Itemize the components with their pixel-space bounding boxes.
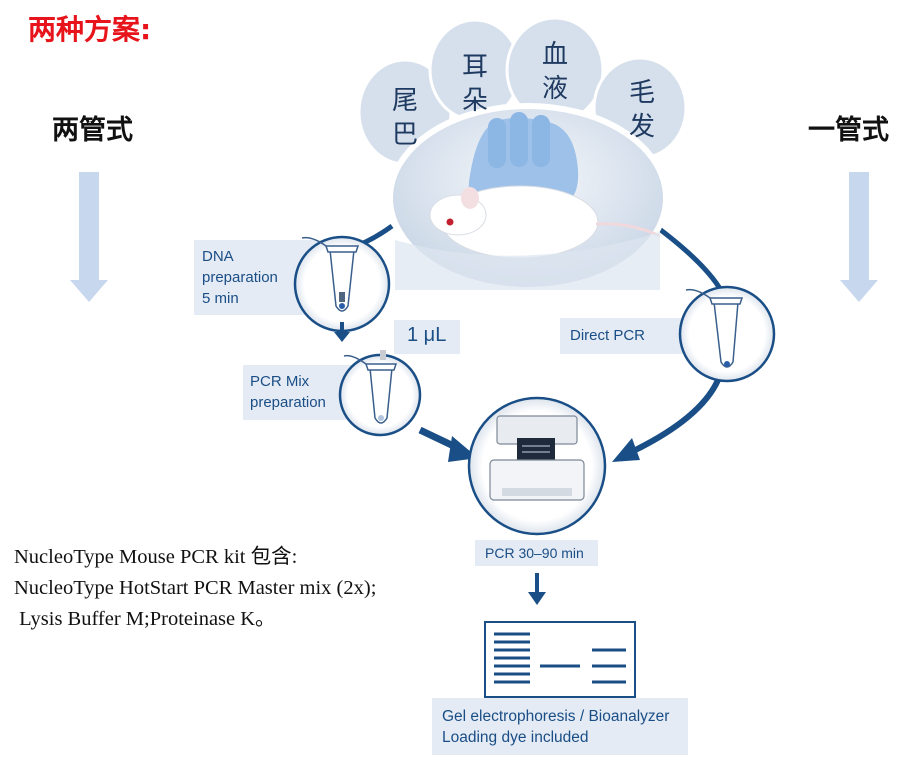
kit-info-line3: Lysis Buffer M;Proteinase K。 [14,608,276,630]
pcr-time-box [475,540,598,566]
pcr-mix-tube-circle [338,350,422,437]
transfer-volume: 1 μL [407,324,447,346]
bubble-tail-line1: 尾 [391,86,418,116]
two-tube-arrow [70,172,108,302]
kit-info-line2: NucleoType HotStart PCR Master mix (2x); [14,577,377,599]
bubble-tail-line2: 巴 [391,120,418,150]
bubble-blood-text: 血 液 [535,38,575,106]
pcr-mix-text: PCR Mix preparation [250,371,326,413]
pcr-mix-line1: PCR Mix [250,373,310,390]
dna-tube-circle [293,235,391,333]
bubble-hair-line2: 发 [628,112,655,142]
analysis-text: Gel electrophoresis / Bioanalyzer Loadin… [442,706,669,748]
gel-panel [484,621,636,698]
dna-prep-line2: preparation [202,269,278,286]
bubble-ear-text: 耳 朵 [455,50,495,118]
analysis-box [432,698,688,755]
direct-to-pcr-head [612,438,640,462]
two-tube-label: 两管式 [52,115,133,146]
thermocycler-circle [467,396,607,536]
pcr-time-text: PCR 30–90 min [485,545,584,561]
dna-prep-text: DNA preparation 5 min [202,246,278,309]
dna-prep-line3: 5 min [202,290,239,307]
bubble-blood-line1: 血 [541,40,568,70]
kit-info-line1: NucleoType Mouse PCR kit 包含: [14,546,298,568]
direct-pcr-text: Direct PCR [570,327,646,344]
one-tube-arrow [840,172,878,302]
analysis-line2: Loading dye included [442,729,589,746]
analysis-line1: Gel electrophoresis / Bioanalyzer [442,708,670,725]
bubble-blood-line2: 液 [541,74,568,104]
bubble-hair-line1: 毛 [628,78,655,108]
bubble-ear-line2: 朵 [461,86,488,116]
kit-info: NucleoType Mouse PCR kit 包含: NucleoType … [14,542,376,635]
bubble-ear-line1: 耳 [461,52,488,82]
direct-tube-circle [678,285,776,383]
direct-pcr-box [560,318,690,354]
page-title: 两种方案: [28,13,152,46]
bubble-tail-text: 尾 巴 [385,84,425,152]
mouse-photo [387,103,669,293]
one-tube-label: 一管式 [808,115,889,146]
pcr-mix-line2: preparation [250,394,326,411]
bubble-hair-text: 毛 发 [622,76,662,144]
direct-to-pcr-arc [623,378,721,458]
volume-box [394,320,460,354]
dna-prep-line1: DNA [202,248,234,265]
right-flow-arc [648,219,725,294]
